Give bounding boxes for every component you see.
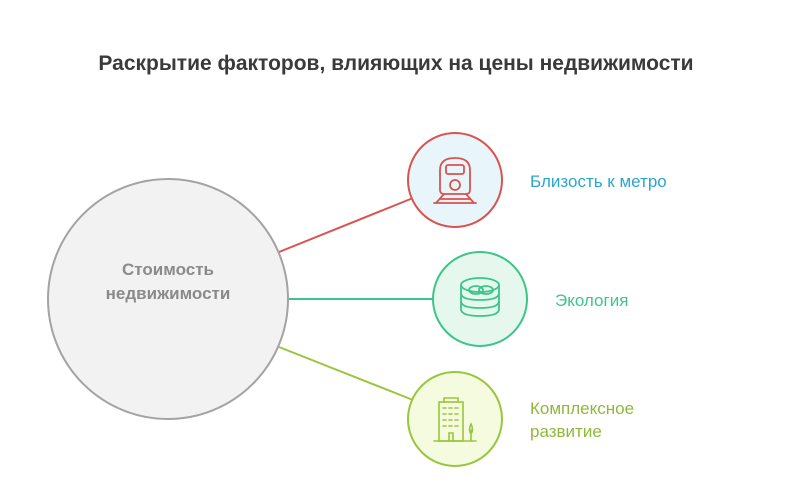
factor-development-label-line1: Комплексное xyxy=(530,399,635,418)
connector-metro xyxy=(278,197,414,253)
factor-ecology-node xyxy=(432,251,528,347)
center-label-line2: недвижимости xyxy=(105,284,231,303)
center-label: Стоимость недвижимости xyxy=(78,258,258,306)
factor-development-label: Комплексное развитие xyxy=(530,397,634,443)
coins-icon xyxy=(460,277,500,317)
factor-metro-label: Близость к метро xyxy=(530,172,667,191)
train-icon xyxy=(433,157,477,204)
center-circle xyxy=(47,178,289,420)
factor-development-node xyxy=(407,371,503,467)
building-icon xyxy=(433,397,477,442)
factor-metro-node xyxy=(407,132,503,228)
page-title: Раскрытие факторов, влияющих на цены нед… xyxy=(98,52,694,75)
factor-ecology-label: Экология xyxy=(555,291,629,310)
connector-development xyxy=(278,346,414,401)
factor-development-label-line2: развитие xyxy=(530,422,602,441)
center-label-line1: Стоимость xyxy=(122,260,214,279)
